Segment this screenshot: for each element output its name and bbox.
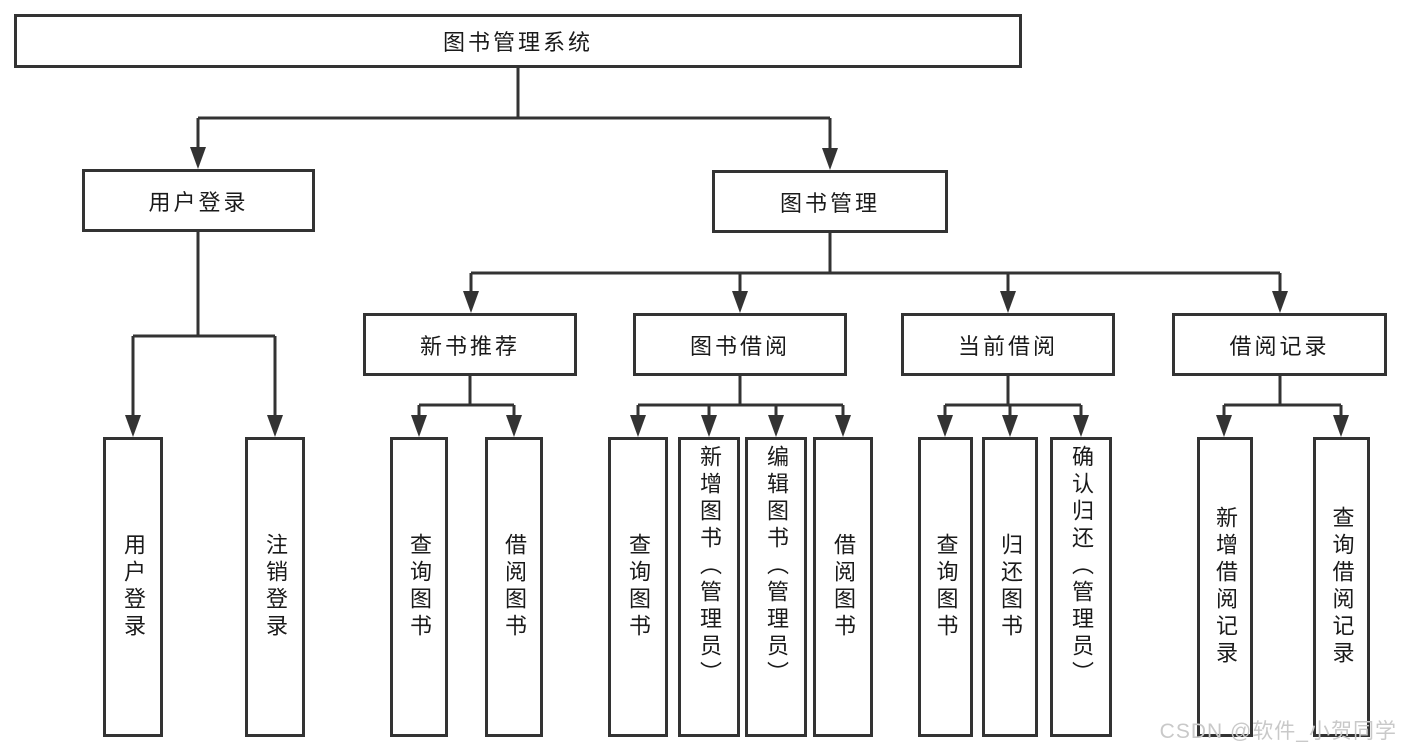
leaf-label: 注销登录	[263, 533, 288, 641]
leaf-borrow-books-recommend: 借阅图书	[485, 437, 543, 737]
leaf-add-books-admin: 新增图书（管理员）	[678, 437, 740, 737]
leaf-label: 确认归还（管理员）	[1069, 445, 1094, 688]
leaf-label: 编辑图书（管理员）	[764, 445, 789, 688]
leaf-user-login: 用户登录	[103, 437, 163, 737]
leaf-label: 查询借阅记录	[1329, 506, 1355, 668]
node-new-book-recommend: 新书推荐	[363, 313, 577, 376]
node-current-borrow: 当前借阅	[901, 313, 1115, 376]
leaf-label: 查询图书	[407, 533, 432, 641]
leaf-logout: 注销登录	[245, 437, 305, 737]
leaf-borrow-books: 借阅图书	[813, 437, 873, 737]
leaf-label: 查询图书	[933, 533, 959, 641]
leaf-query-books-current: 查询图书	[918, 437, 973, 737]
node-label: 图书管理系统	[442, 30, 593, 55]
node-label: 图书管理	[779, 190, 880, 216]
node-label: 新书推荐	[419, 333, 520, 359]
leaf-label: 新增借阅记录	[1213, 506, 1238, 668]
leaf-label: 查询图书	[626, 533, 651, 641]
leaf-query-books-recommend: 查询图书	[390, 437, 448, 737]
leaf-add-borrow-record: 新增借阅记录	[1197, 437, 1253, 737]
leaf-label: 借阅图书	[831, 533, 856, 641]
leaf-query-borrow-record: 查询借阅记录	[1313, 437, 1370, 737]
node-library-management-system: 图书管理系统	[14, 14, 1022, 68]
leaf-label: 借阅图书	[502, 533, 527, 641]
node-label: 当前借阅	[957, 333, 1058, 359]
node-borrow-records: 借阅记录	[1172, 313, 1387, 376]
leaf-label: 用户登录	[121, 533, 146, 641]
leaf-label: 新增图书（管理员）	[697, 445, 722, 688]
node-book-management: 图书管理	[712, 170, 948, 233]
node-label: 用户登录	[148, 189, 249, 215]
node-user-login: 用户登录	[82, 169, 315, 232]
node-label: 借阅记录	[1229, 333, 1330, 359]
leaf-label: 归还图书	[998, 533, 1023, 641]
node-label: 图书借阅	[689, 333, 790, 359]
node-book-borrow: 图书借阅	[633, 313, 847, 376]
leaf-return-books: 归还图书	[982, 437, 1038, 737]
csdn-watermark: CSDN @软件_小贺同学	[1159, 720, 1397, 743]
leaf-edit-books-admin: 编辑图书（管理员）	[745, 437, 807, 737]
leaf-confirm-return-admin: 确认归还（管理员）	[1050, 437, 1112, 737]
leaf-query-books-borrow: 查询图书	[608, 437, 668, 737]
